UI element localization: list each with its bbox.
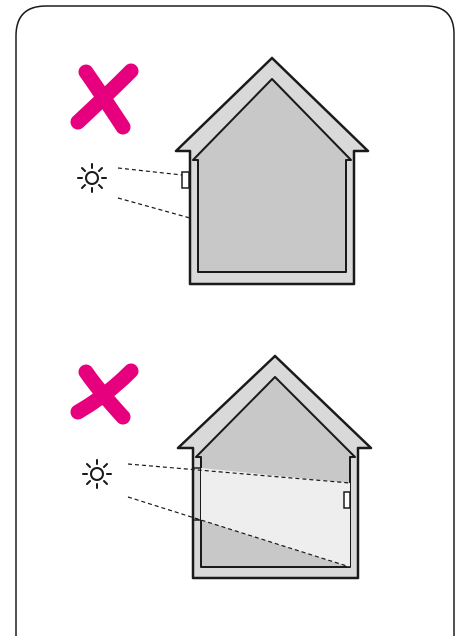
panel-1 (78, 58, 368, 284)
sun-icon (78, 164, 106, 192)
light-rays (118, 168, 190, 218)
panel-2 (78, 356, 371, 578)
house-outline (176, 58, 368, 284)
cross-icon (78, 71, 131, 127)
sun-icon (83, 460, 111, 488)
sensor (344, 492, 350, 508)
cross-icon (78, 371, 131, 417)
sensor (182, 172, 189, 188)
